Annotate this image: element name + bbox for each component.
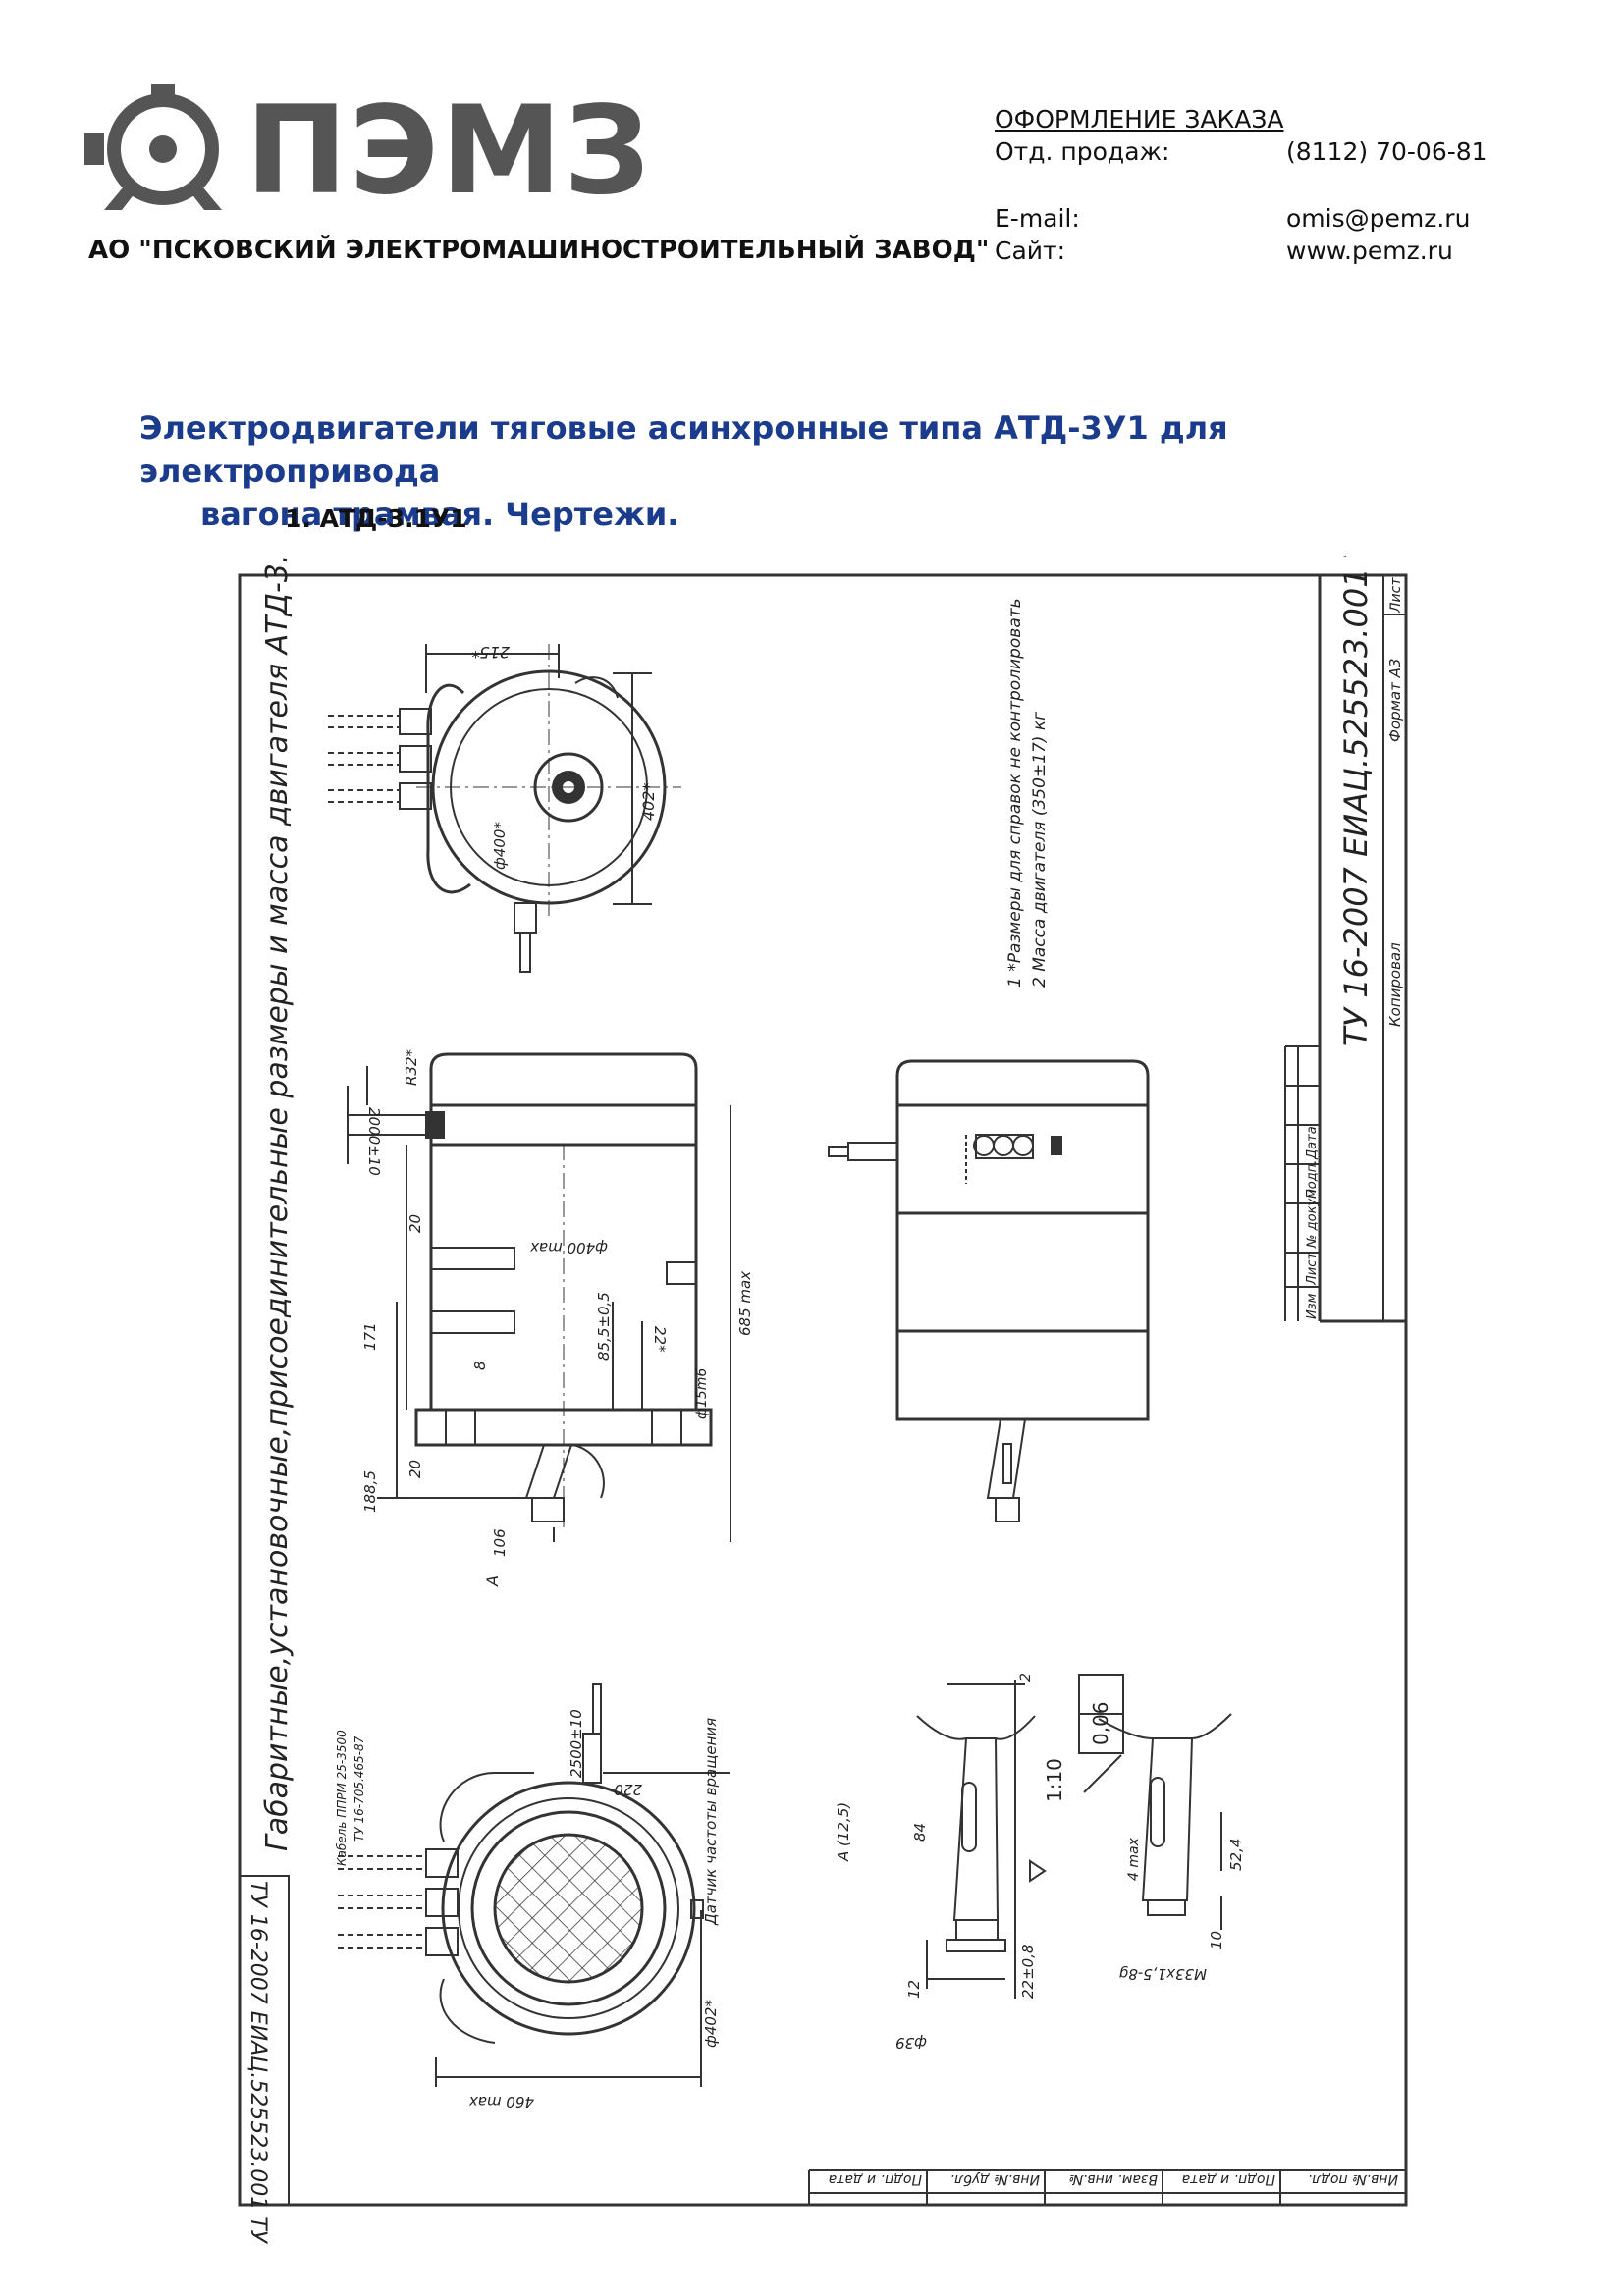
dim-220: 220 <box>614 1781 642 1798</box>
dim-84: 84 <box>911 1823 929 1842</box>
dim-524: 52,4 <box>1227 1839 1245 1871</box>
title-line-2: вагона трамвая. Чертежи. <box>200 496 679 533</box>
dim-taper: 1:10 <box>1043 1758 1066 1802</box>
dim-1885: 188,5 <box>361 1470 379 1513</box>
dim-8: 8 <box>471 1361 489 1370</box>
dim-685: 685 max <box>736 1271 754 1336</box>
cable-spec: ТУ 16-705.465-87 <box>352 1735 366 1842</box>
email-label: E-mail: <box>995 204 1080 233</box>
dim-106: 106 <box>491 1528 509 1557</box>
sheet-label: Лист <box>1388 577 1404 614</box>
bottom-cell-2: Взам. инв.№ <box>1068 2171 1158 2187</box>
company-name: АО "ПСКОВСКИЙ ЭЛЕКТРОМАШИНОСТРОИТЕЛЬНЫЙ … <box>88 236 990 265</box>
dim-a125: А (12,5) <box>835 1802 852 1862</box>
stamp-col-1: Лист <box>1305 1253 1320 1286</box>
dim-855: 85,5±0,5 <box>595 1292 613 1361</box>
logo-text: ПЭМЗ <box>245 80 653 222</box>
end-view-bottom <box>338 1683 730 2087</box>
dim-phi15: ф15m6 <box>694 1368 710 1419</box>
title-block <box>1284 575 1406 1323</box>
rear-view-middle <box>828 1059 1150 1522</box>
copied-label: Копировал <box>1386 942 1404 1027</box>
stamp-designation: ТУ 16-2007 ЕИАЦ.525523.001 ТУ <box>1337 556 1375 1046</box>
main-caption: Габаритные,установочные,присоединительны… <box>260 556 295 1851</box>
title-line-1: Электродвигатели тяговые асинхронные тип… <box>139 409 1228 490</box>
dim-n2: 2 <box>1018 1673 1034 1682</box>
end-view-top <box>328 644 681 973</box>
dim-2000: 2000±10 <box>365 1107 383 1176</box>
order-title: ОФОРМЛЕНИЕ ЗАКАЗА <box>995 105 1284 133</box>
note-1: 1 *Размеры для справок не контролировать <box>1005 598 1025 988</box>
dim-phi402: ф402* <box>702 2000 720 2048</box>
dim-20b: 20 <box>406 1460 424 1478</box>
section-label: 1. АТД-3.1У1 <box>285 505 467 533</box>
shaft-detail-left <box>916 1680 1047 1999</box>
cable-label: Кабель ППРМ 25-3500 <box>335 1730 349 1866</box>
dim-12: 12 <box>905 1980 923 1999</box>
stamp-col-2: № докум. <box>1305 1185 1320 1249</box>
dim-letter-a: А <box>483 1575 502 1587</box>
sales-label: Отд. продаж: <box>995 137 1170 166</box>
company-logo <box>84 84 222 210</box>
stamp-col-4: Дата <box>1305 1126 1320 1160</box>
dim-10: 10 <box>1208 1931 1225 1949</box>
technical-drawing: Габаритные,установочные,присоединительны… <box>238 556 1408 2245</box>
dim-402: 402* <box>639 782 658 821</box>
dim-20a: 20 <box>406 1214 424 1233</box>
stamp-col-0: Изм <box>1305 1293 1320 1319</box>
bottom-strip <box>808 2169 1406 2205</box>
note-2: 2 Масса двигателя (350±17) кг <box>1030 712 1050 988</box>
dim-phi39: ф39 <box>895 2034 927 2052</box>
sheet-border <box>238 573 1408 2207</box>
dim-2500: 2500±10 <box>568 1709 585 1778</box>
side-view-middle <box>347 1052 731 1542</box>
dim-215: 215* <box>471 643 510 662</box>
dim-phi400max: ф400 max <box>530 1239 608 1256</box>
dim-22: 22* <box>651 1326 669 1353</box>
document-title: Электродвигатели тяговые асинхронные тип… <box>139 406 1514 536</box>
email-value[interactable]: omis@pemz.ru <box>1286 204 1471 233</box>
sensor-label: Датчик частоты вращения <box>702 1718 720 1926</box>
dim-m33: М33х1,5-8g <box>1119 1965 1207 1983</box>
sales-phone: (8112) 70-06-81 <box>1286 137 1488 166</box>
dim-22b: 22±0,8 <box>1019 1944 1037 1999</box>
shaft-detail-right <box>1078 1674 1232 1930</box>
dim-171: 171 <box>361 1322 379 1351</box>
format-label: Формат А3 <box>1386 659 1404 742</box>
dim-r32: R32* <box>403 1048 420 1086</box>
dim-4max: 4 max <box>1126 1837 1142 1881</box>
dim-tol: 0,06 <box>1089 1701 1112 1745</box>
stamp-col-3: Подп. <box>1305 1160 1320 1199</box>
dim-460: 460 max <box>469 2093 534 2110</box>
bottom-cell-0: Инв.№ подл. <box>1308 2171 1398 2187</box>
corner-designation: ТУ 16-2007 ЕИАЦ.525523.001 ТУ <box>245 1881 270 2245</box>
bottom-cell-1: Подп. и дата <box>1182 2171 1275 2187</box>
bottom-cell-4: Подп. и дата <box>829 2171 922 2187</box>
logo-gear-mark <box>84 84 222 210</box>
dim-phi400: ф400* <box>491 822 509 870</box>
site-label: Сайт: <box>995 237 1066 265</box>
bottom-cell-3: Инв.№ дубл. <box>950 2171 1040 2187</box>
site-value[interactable]: www.pemz.ru <box>1286 237 1453 265</box>
corner-designation-box <box>239 1875 290 2206</box>
